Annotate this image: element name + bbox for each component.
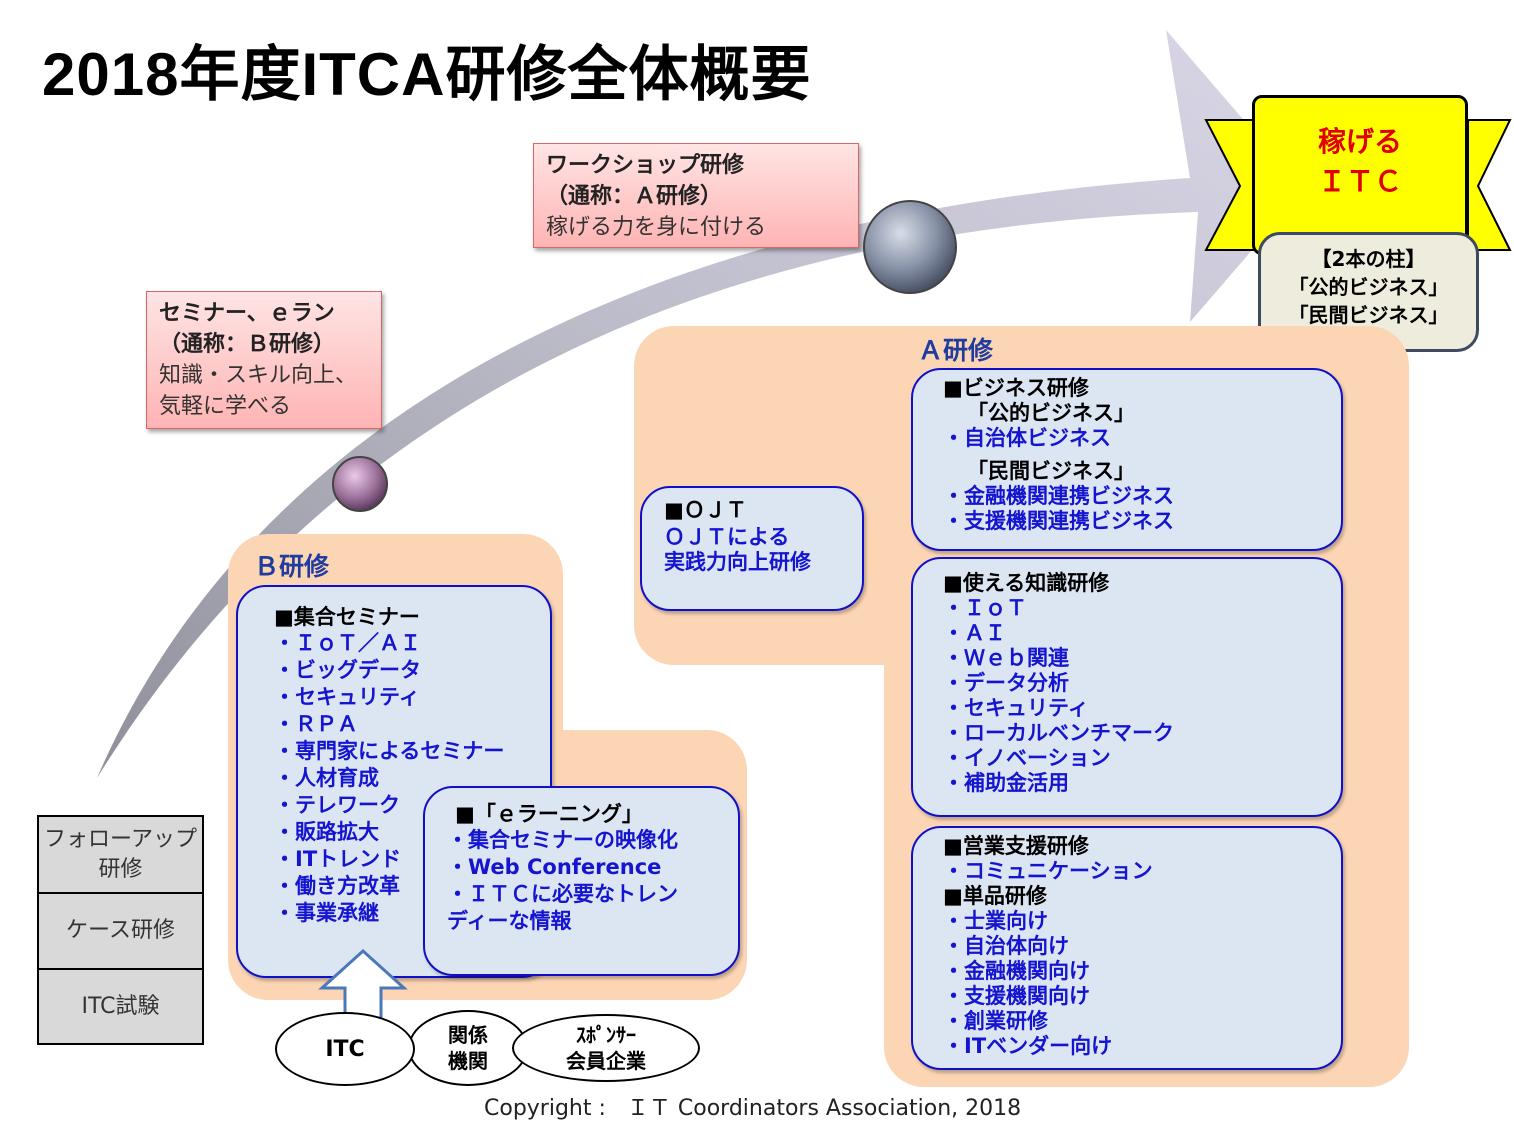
single-training-heading: ■単品研修 — [943, 884, 1047, 908]
pillars-heading: 【2本の柱】 — [1311, 247, 1426, 271]
pillars-item-public: 「公的ビジネス」 — [1288, 275, 1449, 299]
business-private-item: ・金融機関連携ビジネス — [943, 484, 1174, 508]
goal-banner-left-ribbon — [1204, 119, 1257, 251]
knowledge-item: ・データ分析 — [943, 671, 1069, 695]
business-public-item: ・自治体ビジネス — [943, 426, 1111, 450]
elearning-heading: ■「ｅラーニング」 — [455, 802, 643, 826]
goal-line-2: ＩＴＣ — [1317, 165, 1402, 198]
group-seminar-item: ・働き方改革 — [274, 874, 400, 898]
followup-training-cell: フォローアップ研修 — [37, 815, 204, 894]
case-training-cell: ケース研修 — [37, 892, 204, 970]
a-section-label: Ａ研修 — [918, 336, 994, 365]
sponsor-line-1: ｽﾎﾟﾝｻｰ — [576, 1023, 636, 1047]
business-public-label: 「公的ビジネス」 — [967, 401, 1135, 425]
workshop-orb — [863, 200, 957, 294]
b-section-label: Ｂ研修 — [254, 552, 330, 581]
group-seminar-item: ・人材育成 — [274, 766, 379, 790]
knowledge-item: ・イノベーション — [943, 746, 1111, 770]
business-heading: ■ビジネス研修 — [943, 376, 1089, 400]
single-training-item: ・金融機関向け — [943, 959, 1090, 983]
case-training-label: ケース研修 — [66, 918, 175, 943]
followup-line-2: 研修 — [98, 856, 143, 882]
ojt-line-1: ＯＪＴによる — [664, 525, 790, 549]
page-title: 2018年度ITCA研修全体概要 — [42, 41, 812, 108]
workshop-alias: （通称：Ａ研修） — [546, 184, 723, 209]
knowledge-heading: ■使える知識研修 — [943, 571, 1110, 595]
related-line-2: 機関 — [448, 1049, 488, 1073]
itc-exam-label: ITC試験 — [81, 993, 160, 1019]
elearning-box: ■「ｅラーニング」 ・集合セミナーの映像化 ・Web Conference ・Ｉ… — [423, 786, 740, 976]
copyright-text: Copyright : ＩＴ Coordinators Association,… — [484, 1096, 1022, 1121]
elearning-item: ・集合セミナーの映像化 — [447, 828, 678, 852]
sales-support-training-box: ■営業支援研修 ・コミュニケーション ■単品研修 ・士業向け ・自治体向け ・金… — [911, 826, 1343, 1070]
ojt-line-2: 実践力向上研修 — [664, 550, 811, 574]
elearning-item: ディーな情報 — [447, 909, 572, 933]
seminar-alias: （通称：Ｂ研修） — [159, 332, 336, 357]
group-seminar-item: ・専門家によるセミナー — [274, 739, 505, 763]
group-seminar-item: ・販路拡大 — [274, 820, 379, 844]
itc-label: ITC — [325, 1036, 365, 1062]
business-private-item: ・支援機関連携ビジネス — [943, 509, 1174, 533]
workshop-description-box: ワークショップ研修 （通称：Ａ研修） 稼げる力を身に付ける — [533, 143, 859, 248]
group-seminar-item: ・事業承継 — [274, 901, 379, 925]
knowledge-item: ・補助金活用 — [943, 771, 1069, 795]
knowledge-item: ・ＩｏＴ — [943, 596, 1027, 620]
workshop-description: 稼げる力を身に付ける — [546, 215, 767, 240]
group-seminar-heading: ■集合セミナー — [274, 605, 420, 629]
pillars-item-private: 「民間ビジネス」 — [1288, 303, 1449, 327]
knowledge-item: ・ローカルベンチマーク — [943, 721, 1174, 745]
group-seminar-item: ・ＩｏＴ／ＡＩ — [274, 631, 421, 655]
group-seminar-item: ・ITトレンド — [274, 847, 402, 871]
seminar-description-box: セミナー、ｅラン （通称：Ｂ研修） 知識・スキル向上、 気軽に学べる — [146, 291, 382, 429]
ojt-box: ■ＯＪＴ ＯＪＴによる 実践力向上研修 — [640, 486, 864, 611]
single-training-item: ・自治体向け — [943, 934, 1069, 958]
knowledge-training-box: ■使える知識研修 ・ＩｏＴ ・ＡＩ ・Ｗｅｂ関連 ・データ分析 ・セキュリティ … — [911, 557, 1343, 817]
related-line-1: 関係 — [448, 1023, 488, 1047]
seminar-description-1: 知識・スキル向上、 — [159, 363, 358, 388]
business-private-label: 「民間ビジネス」 — [967, 459, 1135, 483]
workshop-heading: ワークショップ研修 — [546, 153, 745, 178]
sponsor-members-ellipse: ｽﾎﾟﾝｻｰ会員企業 — [512, 1014, 700, 1082]
seminar-heading: セミナー、ｅラン — [159, 301, 335, 326]
goal-banner-right-ribbon — [1467, 119, 1512, 251]
knowledge-item: ・セキュリティ — [943, 696, 1089, 720]
single-training-item: ・士業向け — [943, 909, 1048, 933]
seminar-description-2: 気軽に学べる — [159, 394, 292, 419]
ojt-heading: ■ＯＪＴ — [664, 498, 747, 522]
itc-ellipse: ITC — [275, 1012, 415, 1086]
group-seminar-item: ・ＲＰＡ — [274, 712, 358, 736]
growth-arrow-body — [97, 30, 1304, 778]
sales-item: ・コミュニケーション — [943, 859, 1153, 883]
sponsor-line-2: 会員企業 — [566, 1049, 646, 1073]
goal-line-1: 稼げる — [1317, 125, 1402, 158]
seminar-orb — [332, 456, 388, 512]
left-stack: フォローアップ研修 ケース研修 ITC試験 — [37, 815, 204, 1045]
single-training-item: ・ITベンダー向け — [943, 1034, 1113, 1058]
related-organizations-ellipse: 関係機関 — [408, 1010, 528, 1086]
knowledge-item: ・ＡＩ — [943, 621, 1006, 645]
itc-exam-cell: ITC試験 — [37, 968, 204, 1045]
group-seminar-item: ・ビッグデータ — [274, 658, 421, 682]
goal-banner: 稼げる ＩＴＣ — [1252, 95, 1468, 255]
elearning-item: ・ＩＴＣに必要なトレン — [447, 882, 678, 906]
single-training-item: ・創業研修 — [943, 1009, 1048, 1033]
sales-heading: ■営業支援研修 — [943, 834, 1089, 858]
single-training-item: ・支援機関向け — [943, 984, 1090, 1008]
group-seminar-item: ・セキュリティ — [274, 685, 420, 709]
followup-line-1: フォローアップ — [43, 826, 198, 852]
business-training-box: ■ビジネス研修 「公的ビジネス」 ・自治体ビジネス 「民間ビジネス」 ・金融機関… — [911, 368, 1343, 551]
knowledge-item: ・Ｗｅｂ関連 — [943, 646, 1069, 670]
group-seminar-item: ・テレワーク — [274, 793, 400, 817]
elearning-item: ・Web Conference — [447, 855, 662, 879]
